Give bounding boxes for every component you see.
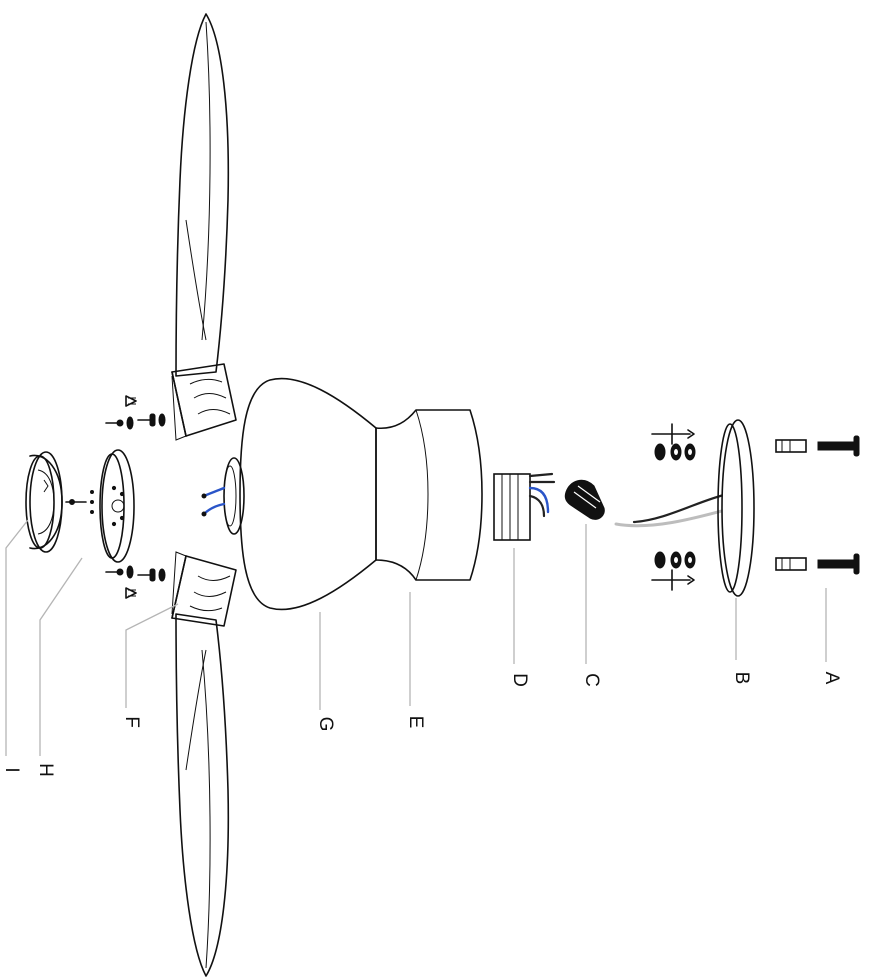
part-labels: A B C D E G F H I (1, 672, 842, 777)
label-f: F (121, 716, 142, 728)
cable-clamp-c (564, 479, 605, 520)
label-d: D (509, 673, 530, 687)
label-a: A (821, 672, 842, 685)
mounting-bracket-b (614, 419, 755, 597)
hub-plate-h (65, 449, 135, 563)
wall-plugs-and-screws-a (775, 435, 860, 575)
blade-lower (171, 551, 237, 977)
canopy-e (375, 409, 483, 581)
blade-screws-upper (105, 395, 166, 430)
cover-cap-i (25, 451, 63, 553)
blade-upper (171, 13, 237, 441)
motor-housing-g (239, 377, 377, 611)
label-i: I (1, 767, 22, 772)
label-e: E (405, 716, 426, 729)
label-c: C (581, 673, 602, 687)
nuts-washers-upper (651, 423, 696, 461)
leader-lines (5, 519, 827, 756)
blade-screws-lower (105, 565, 166, 599)
label-b: B (731, 672, 752, 685)
motor-coupling (201, 457, 245, 535)
nuts-washers-lower (651, 551, 696, 591)
label-g: G (315, 717, 336, 732)
label-h: H (35, 763, 56, 777)
terminal-block-d (493, 472, 556, 541)
